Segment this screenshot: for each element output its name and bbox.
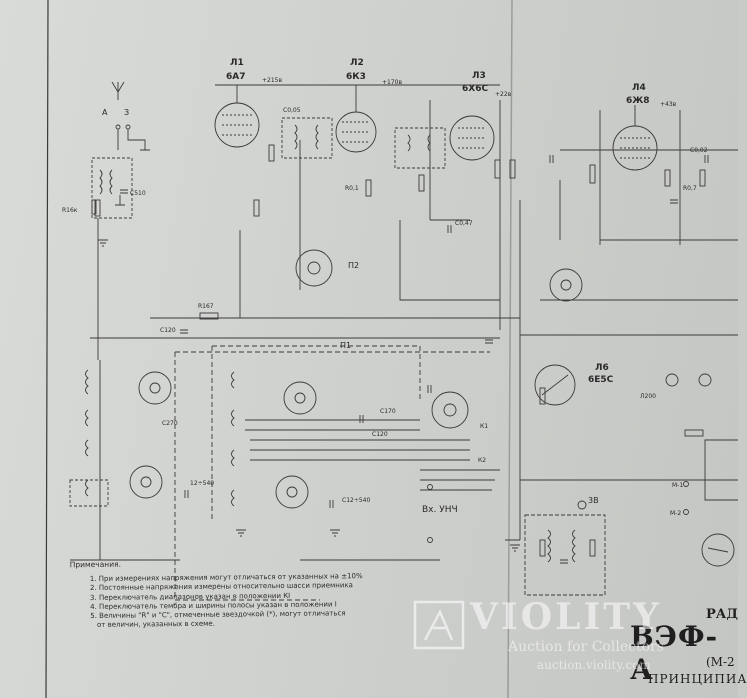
- tube-symbol-1: [214, 85, 260, 148]
- label-plus22: +22в: [495, 91, 512, 98]
- tube-symbol-2: [335, 85, 377, 153]
- label-c270: С270: [162, 420, 178, 427]
- title-line-3: (М-2: [706, 655, 735, 669]
- output-transformer: [524, 500, 606, 596]
- label-m2: М-2: [670, 510, 681, 517]
- label-l200: Л200: [640, 393, 656, 400]
- if-transformer-2: [394, 127, 446, 169]
- label-c120-mid: С120: [372, 431, 388, 438]
- tube-ref-2: Л2: [350, 58, 364, 68]
- label-plus43: +43в: [660, 101, 677, 108]
- watermark-url: auction.violity.com: [537, 658, 651, 672]
- sheet-fold: [507, 0, 513, 698]
- tube-ref-6: Л6: [595, 363, 609, 373]
- label-r167: R167: [198, 303, 214, 310]
- tube-type-6: 6Е5С: [588, 375, 614, 385]
- rotary-switch-b: [138, 371, 172, 405]
- rotary-switch-g: [549, 268, 583, 302]
- if-transformer-1: [281, 117, 333, 159]
- bus-lines: [70, 84, 738, 601]
- label-3v: 3В: [588, 496, 599, 505]
- coil-stack-mid: [231, 371, 235, 507]
- tube-symbol-6: [534, 364, 576, 406]
- label-c170: С170: [380, 408, 396, 415]
- label-r0-7: R0,7: [683, 185, 697, 192]
- watermark-tagline: Auction for Collectors: [508, 639, 664, 655]
- label-k1: К1: [480, 423, 488, 430]
- tube-ref-3: Л3: [472, 71, 486, 81]
- label-c12-540b: С12÷540: [342, 497, 370, 504]
- label-plus215: +215в: [262, 77, 282, 84]
- label-r0-1: R0,1: [345, 185, 359, 192]
- coil-stack-left: [69, 369, 109, 507]
- label-c047: С0,47: [455, 220, 473, 227]
- input-unch-label: Вх. УНЧ: [422, 505, 458, 515]
- tube-type-3: 6Х6С: [462, 84, 488, 94]
- watermark-brand: VIOLITY: [470, 596, 662, 638]
- speaker-symbol: [665, 373, 738, 567]
- title-line-4: ПРИНЦИПИА: [648, 672, 747, 686]
- notes-block: Примечания. 1. При измерениях напряжения…: [70, 556, 491, 631]
- resistor-set: [94, 144, 706, 557]
- label-m1: М-1: [672, 482, 683, 489]
- tube-symbol-4: [612, 105, 658, 171]
- rotary-switch-d: [431, 391, 469, 429]
- antenna-symbol: [111, 81, 150, 151]
- label-k2: К2: [478, 457, 486, 464]
- rotary-switch-a: [295, 249, 333, 287]
- capacitor-set: [120, 155, 709, 564]
- title-line-2: ВЭФ-А: [630, 620, 719, 686]
- tube-type-2: 6К3: [346, 72, 366, 82]
- switch-p2-label: П2: [348, 261, 359, 270]
- ground-symbols: [98, 239, 520, 552]
- input-circuit: [91, 157, 133, 360]
- tube-type-4: 6Ж8: [626, 96, 650, 106]
- tube-ref-1: Л1: [230, 58, 244, 68]
- rotary-switch-c: [283, 381, 317, 415]
- rotary-switch-e: [129, 465, 163, 499]
- label-c510: С510: [130, 190, 146, 197]
- antenna-terminal-label: А: [102, 108, 108, 117]
- frame-left-border: [45, 0, 49, 698]
- title-line-1: РАД: [706, 607, 738, 622]
- label-r16: R16к: [62, 207, 78, 214]
- switch-p1-label: П1: [340, 341, 351, 350]
- tube-symbol-3: [449, 115, 495, 161]
- label-plus170: +170в: [382, 79, 402, 86]
- tube-type-1: 6А7: [226, 72, 246, 82]
- label-c120-left: С120: [160, 327, 176, 334]
- label-c0-05: С0,05: [283, 107, 301, 114]
- tube-ref-4: Л4: [632, 83, 646, 93]
- ground-terminal-label: З: [124, 108, 129, 117]
- label-c12-540a: 12÷540: [190, 480, 214, 487]
- rotary-switch-f: [275, 475, 309, 509]
- input-terminals: [427, 481, 689, 543]
- label-c0-02: С0,02: [690, 147, 708, 154]
